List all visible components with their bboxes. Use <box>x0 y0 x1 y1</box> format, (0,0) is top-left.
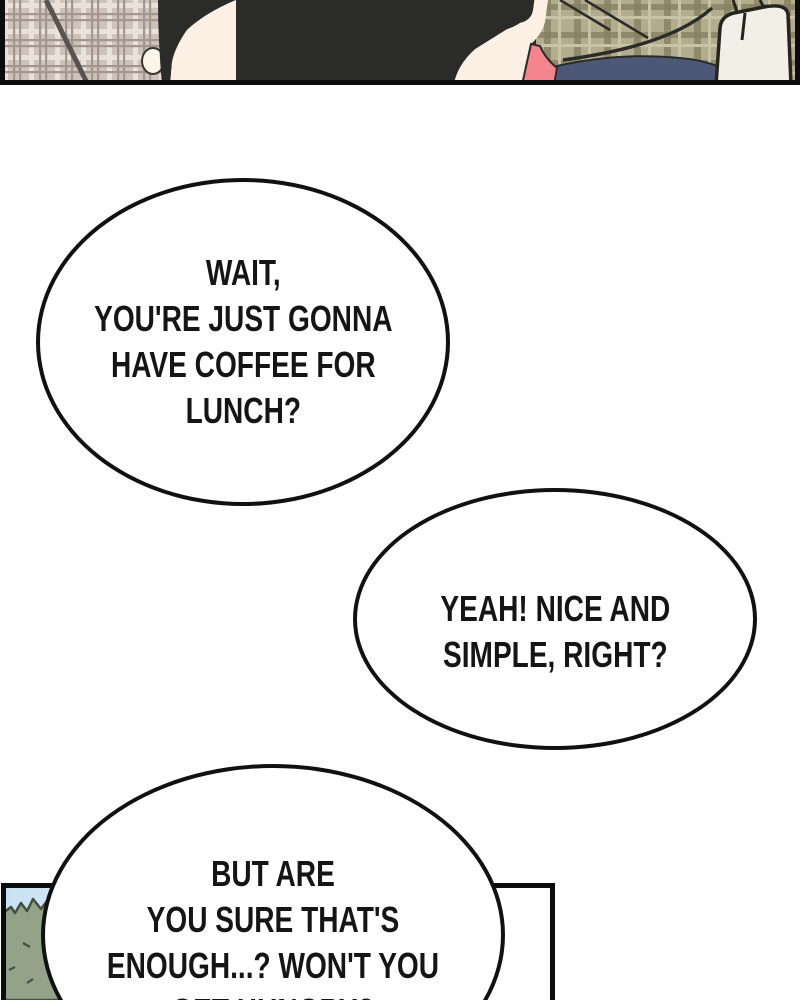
dialogue-text-3: BUT ARE YOU SURE THAT'S ENOUGH...? WON'T… <box>107 835 439 1000</box>
tote-bag-straps <box>731 0 766 41</box>
jacket-seam-line <box>559 0 611 32</box>
speech-bubble-3: BUT ARE YOU SURE THAT'S ENOUGH...? WON'T… <box>41 764 505 1000</box>
comic-panel-top <box>0 0 800 85</box>
dialogue-line: LUNCH? <box>185 390 301 431</box>
dialogue-line: ENOUGH...? WON'T YOU <box>106 945 440 986</box>
dialogue-text-1: WAIT, YOU'RE JUST GONNA HAVE COFFEE FOR … <box>94 250 392 434</box>
dialogue-line: YOU'RE JUST GONNA <box>93 298 393 339</box>
pink-shirt-collar <box>520 42 559 85</box>
jacket-seam-line-2 <box>584 0 649 40</box>
dialogue-line: YOU SURE THAT'S <box>146 899 400 940</box>
hair-lock <box>499 0 534 23</box>
black-sleeve <box>158 0 236 85</box>
jacket-collar-line <box>562 6 714 62</box>
bag-strap-line <box>43 0 91 85</box>
dialogue-line: GET HUNGRY? <box>107 989 439 1000</box>
arm-left <box>170 0 236 85</box>
dialogue-line: YEAH! NICE AND <box>440 588 670 629</box>
dialogue-text-2: YEAH! NICE AND SIMPLE, RIGHT? <box>440 560 670 678</box>
tote-bag <box>714 4 793 85</box>
speech-bubble-1: WAIT, YOU'RE JUST GONNA HAVE COFFEE FOR … <box>36 178 450 506</box>
speech-bubble-2: YEAH! NICE AND SIMPLE, RIGHT? <box>353 488 757 750</box>
dialogue-line: SIMPLE, RIGHT? <box>442 634 668 675</box>
dialogue-line: WAIT, <box>205 252 281 293</box>
dialogue-line: BUT ARE <box>211 853 335 894</box>
dialogue-line: HAVE COFFEE FOR <box>110 344 376 385</box>
panel-border-top <box>0 0 800 85</box>
